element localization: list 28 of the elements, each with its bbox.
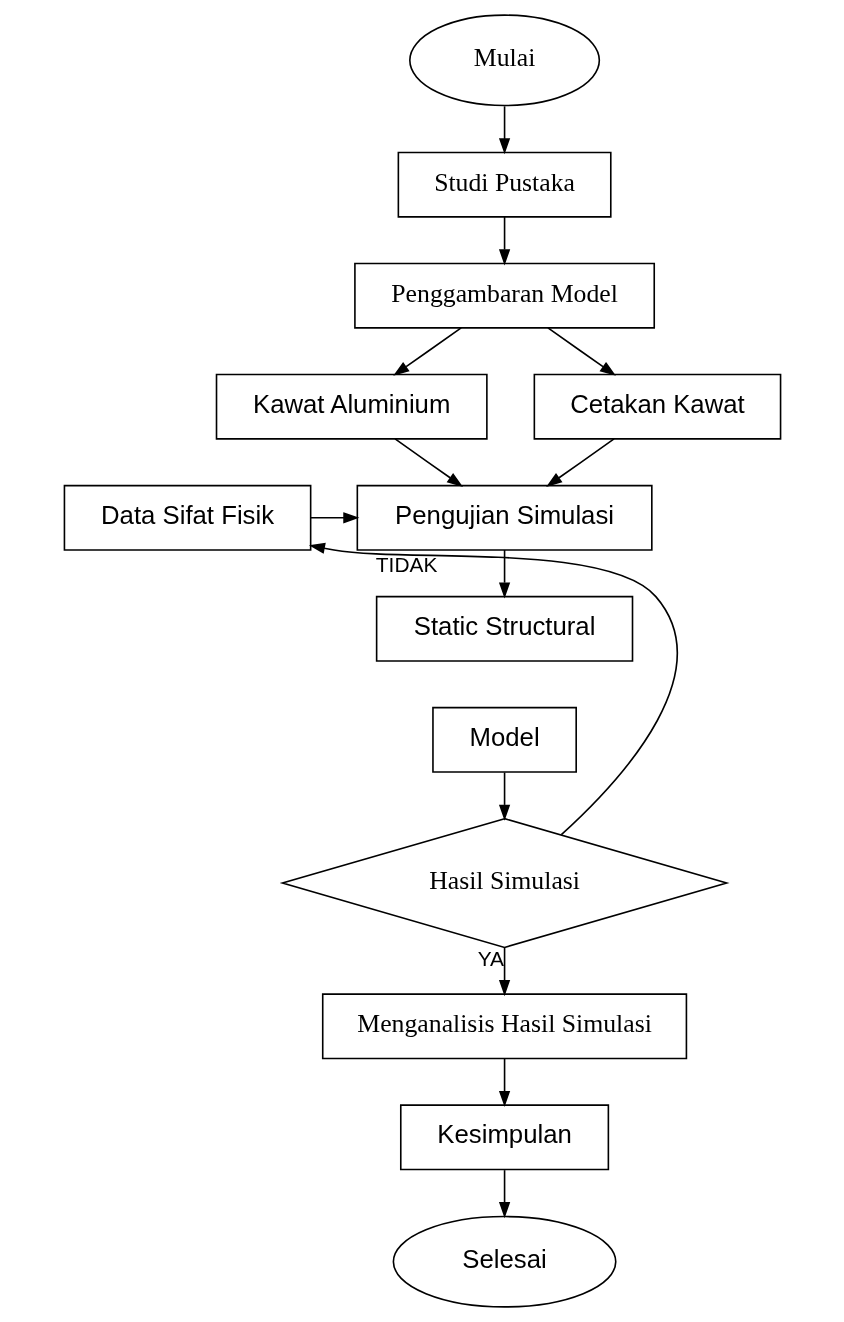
arrow <box>498 1057 510 1108</box>
edge-label: YA <box>477 946 504 970</box>
node-box: Studi Pustaka <box>397 151 612 218</box>
arrow <box>545 438 615 487</box>
arrow <box>546 327 616 376</box>
node-ellipse: Mulai <box>408 14 600 107</box>
arrow <box>309 512 359 524</box>
node-box: Data Sifat Fisik <box>63 484 311 551</box>
node-box: Pengujian Simulasi <box>356 484 653 551</box>
node-box: Static Structural <box>375 595 633 662</box>
arrow <box>498 1169 510 1219</box>
arrow <box>498 216 510 266</box>
arrow <box>308 542 678 836</box>
node-diamond: Hasil Simulasi <box>279 817 730 949</box>
arrow <box>498 946 510 997</box>
node-box: Menganalisis Hasil Simulasi <box>321 993 687 1060</box>
edge-label: TIDAK <box>375 553 437 577</box>
node-box: Cetakan Kawat <box>533 373 781 440</box>
arrow <box>393 438 463 487</box>
node-box: Kesimpulan <box>399 1104 609 1171</box>
node-box: Model <box>431 706 577 773</box>
arrow <box>498 549 510 599</box>
node-box: Kawat Aluminium <box>215 373 488 440</box>
node-ellipse: Selesai <box>392 1215 617 1308</box>
arrow <box>392 327 462 376</box>
arrow <box>498 105 510 155</box>
node-box: Penggambaran Model <box>353 262 655 329</box>
arrow <box>498 771 510 821</box>
